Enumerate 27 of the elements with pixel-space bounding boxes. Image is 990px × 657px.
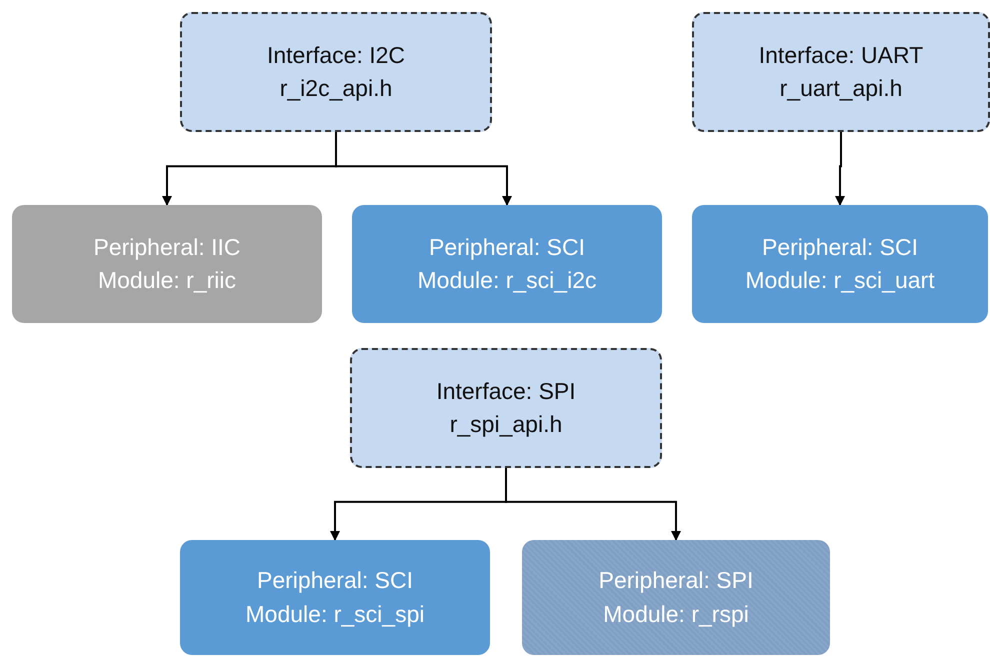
module-box [692,205,988,323]
box-label: r_i2c_api.h [280,74,392,103]
box-label: Peripheral: SPI [598,566,754,596]
arrow [835,132,845,206]
box-label: Module: r_sci_uart [745,266,935,295]
box-label: Module: r_riic [98,266,236,295]
box-label: Module: r_sci_i2c [418,266,596,295]
module-box [522,540,830,655]
box-label: Peripheral: SCI [257,566,413,596]
module-box [352,205,662,323]
box-label: Interface: I2C [266,40,406,70]
box-label: Peripheral: SCI [762,232,918,262]
box-label: Interface: SPI [436,376,576,406]
box-label: Peripheral: SCI [429,232,585,262]
box-label: Module: r_rspi [603,600,749,629]
interface-box [180,12,492,132]
box-label: Interface: UART [758,40,924,70]
box-label: Peripheral: IIC [93,232,240,262]
box-label: r_uart_api.h [780,74,902,103]
box-label: r_spi_api.h [450,410,562,439]
arrow [335,132,512,206]
interface-box [350,348,662,468]
interface-box [692,12,990,132]
module-box [12,205,322,323]
box-label: Module: r_sci_spi [246,600,424,629]
arrow [505,468,681,541]
module-box [180,540,490,655]
